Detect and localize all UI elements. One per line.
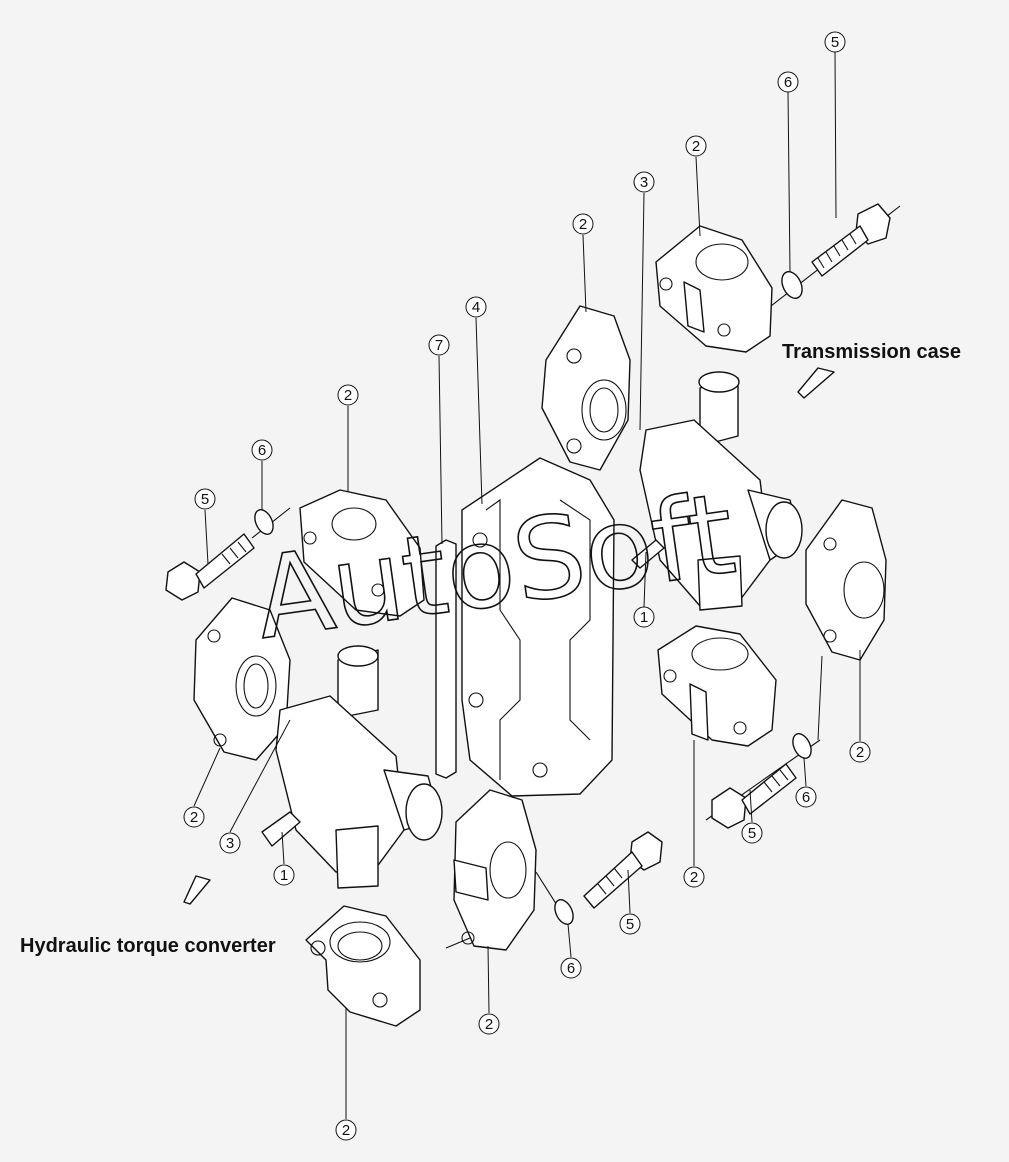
- washer-left: [254, 509, 274, 535]
- callout-5-lower: 5: [619, 913, 641, 935]
- bolt-top-right: [739, 203, 901, 331]
- svg-text:2: 2: [692, 138, 700, 155]
- svg-text:2: 2: [485, 1016, 493, 1033]
- svg-text:3: 3: [640, 174, 648, 191]
- spider-upper: [639, 371, 803, 611]
- svg-text:7: 7: [435, 337, 443, 354]
- svg-text:2: 2: [856, 744, 864, 761]
- svg-text:6: 6: [567, 960, 575, 977]
- svg-text:5: 5: [831, 34, 839, 51]
- bolt-lower: [535, 831, 663, 911]
- washer-lower: [554, 899, 574, 925]
- washer-right: [792, 733, 812, 759]
- svg-text:5: 5: [201, 491, 209, 508]
- svg-text:2: 2: [579, 216, 587, 233]
- callout-5-right: 5: [741, 822, 763, 844]
- svg-text:1: 1: [640, 609, 648, 626]
- leader-lines: [193, 51, 861, 1119]
- svg-text:2: 2: [344, 387, 352, 404]
- callout-2-bottom: 2: [335, 1119, 357, 1141]
- shaft-key: [435, 539, 457, 779]
- callout-7-shaft: 7: [428, 334, 450, 356]
- callout-6-left: 6: [251, 439, 273, 461]
- svg-text:2: 2: [690, 869, 698, 886]
- svg-text:2: 2: [342, 1122, 350, 1139]
- svg-text:6: 6: [258, 442, 266, 459]
- svg-text:1: 1: [280, 867, 288, 884]
- callout-2-lower-center: 2: [478, 1013, 500, 1035]
- arrow-transmission-case: [797, 367, 835, 399]
- label-transmission-case: Transmission case: [782, 341, 961, 363]
- label-hydraulic-torque-converter: Hydraulic torque converter: [20, 935, 276, 957]
- yoke-block-lower-center: [453, 789, 537, 951]
- svg-text:4: 4: [472, 299, 480, 316]
- arrow-torque-converter: [183, 875, 211, 905]
- yoke-bottom: [305, 905, 421, 1027]
- spider-lower: [275, 645, 443, 889]
- callout-6-lower: 6: [560, 957, 582, 979]
- svg-text:5: 5: [626, 916, 634, 933]
- yoke-block-left-upper: [299, 489, 425, 617]
- yoke-block-top-right: [655, 225, 773, 353]
- svg-text:5: 5: [748, 825, 756, 842]
- svg-text:6: 6: [802, 789, 810, 806]
- center-yoke: [461, 457, 615, 797]
- pin-lower: [261, 811, 301, 847]
- callout-2-top-right: 2: [685, 135, 707, 157]
- svg-text:2: 2: [190, 809, 198, 826]
- callout-2-upper-center: 2: [572, 213, 594, 235]
- callout-2-right: 2: [849, 741, 871, 763]
- washer-top-right: [781, 271, 803, 299]
- callout-1-lower: 1: [273, 864, 295, 886]
- svg-text:3: 3: [226, 835, 234, 852]
- callout-5-left: 5: [194, 488, 216, 510]
- callout-2-right-mid: 2: [683, 866, 705, 888]
- flange-upper-center: [541, 305, 631, 471]
- callout-2-left-flange: 2: [183, 806, 205, 828]
- bolt-right: [705, 739, 821, 829]
- bolt-left: [165, 507, 291, 601]
- flange-right: [805, 499, 887, 661]
- callout-5-top-right: 5: [824, 31, 846, 53]
- callout-6-right: 6: [795, 786, 817, 808]
- callout-1-upper: 1: [633, 606, 655, 628]
- svg-text:6: 6: [784, 74, 792, 91]
- callout-3-upper: 3: [633, 171, 655, 193]
- callout-6-top-right: 6: [777, 71, 799, 93]
- callout-2-left-upper: 2: [337, 384, 359, 406]
- pin-upper: [631, 539, 665, 569]
- yoke-block-right-mid: [657, 625, 777, 747]
- callout-4-yoke: 4: [465, 296, 487, 318]
- callout-3-lower: 3: [219, 832, 241, 854]
